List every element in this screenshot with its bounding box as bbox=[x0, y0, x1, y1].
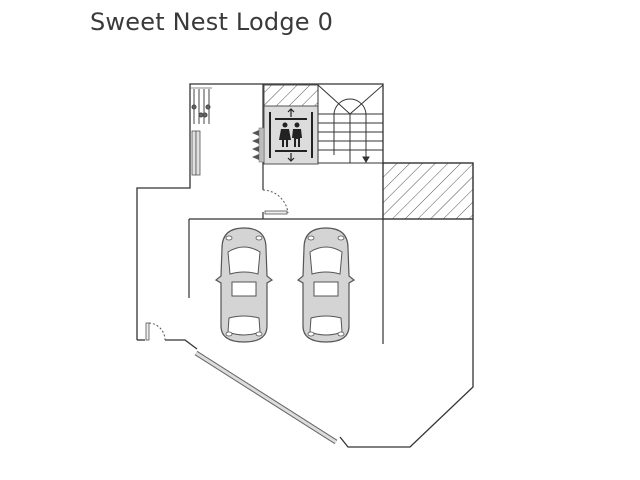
shaft-hatch bbox=[263, 84, 319, 107]
page-title: Sweet Nest Lodge 0 bbox=[90, 8, 334, 36]
shoe-rack bbox=[252, 127, 265, 163]
arrow-down-icon bbox=[287, 153, 295, 162]
staircase bbox=[317, 84, 384, 164]
people-icon bbox=[279, 122, 302, 147]
glass-sliding-wall bbox=[194, 350, 338, 445]
coat-rack bbox=[191, 87, 212, 124]
arrow-up-icon bbox=[287, 108, 295, 117]
radiator bbox=[191, 130, 201, 176]
car-2 bbox=[297, 227, 355, 343]
door-hall bbox=[262, 189, 289, 215]
elevator bbox=[263, 105, 319, 165]
car-1 bbox=[215, 227, 273, 343]
storage-hatch bbox=[382, 162, 474, 220]
door-entry bbox=[145, 322, 166, 341]
